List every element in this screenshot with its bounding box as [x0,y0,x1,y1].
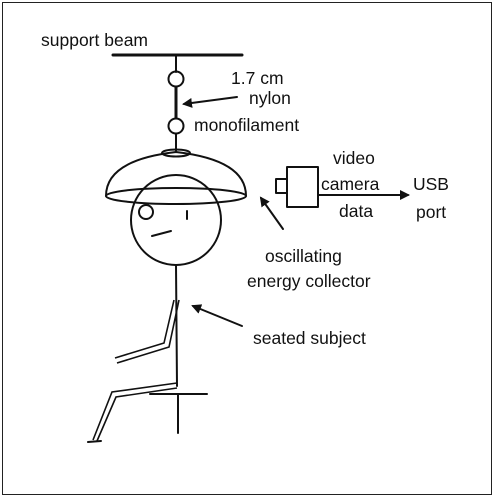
data-label: data [339,201,373,221]
video-camera-icon [286,166,319,208]
energy-collector-label: energy collector [247,271,371,291]
camera-label: camera [321,174,380,194]
subject-pointer-arrow [191,304,243,327]
length-label: 1.7 cm [231,68,284,88]
monofilament-label: monofilament [194,115,299,135]
video-label: video [333,148,375,168]
subject-leg-upper [92,382,178,441]
port-label: port [416,202,446,222]
oscillating-label: oscillating [265,246,342,266]
camera-lens [275,178,288,194]
diagram-frame [2,2,492,495]
subject-mouth [151,230,172,237]
subject-foot [87,440,102,443]
subject-arm-outer [114,299,175,359]
seated-subject-label: seated subject [253,328,366,348]
filament-pointer-arrow [182,96,238,108]
collector-hub [161,148,191,158]
subject-ear [138,204,154,220]
subject-torso [175,264,178,387]
subject-arm-inner [116,299,180,364]
lower-ring-link [167,117,185,135]
nylon-label: nylon [249,88,291,108]
subject-leg-lower [96,387,178,442]
usb-label: USB [413,174,449,194]
support-beam-label: support beam [41,30,148,50]
collector-pointer-arrow [259,196,284,230]
energy-collector-rim [105,187,247,205]
upper-ring-link [167,70,185,88]
energy-collector-dome [105,151,247,197]
